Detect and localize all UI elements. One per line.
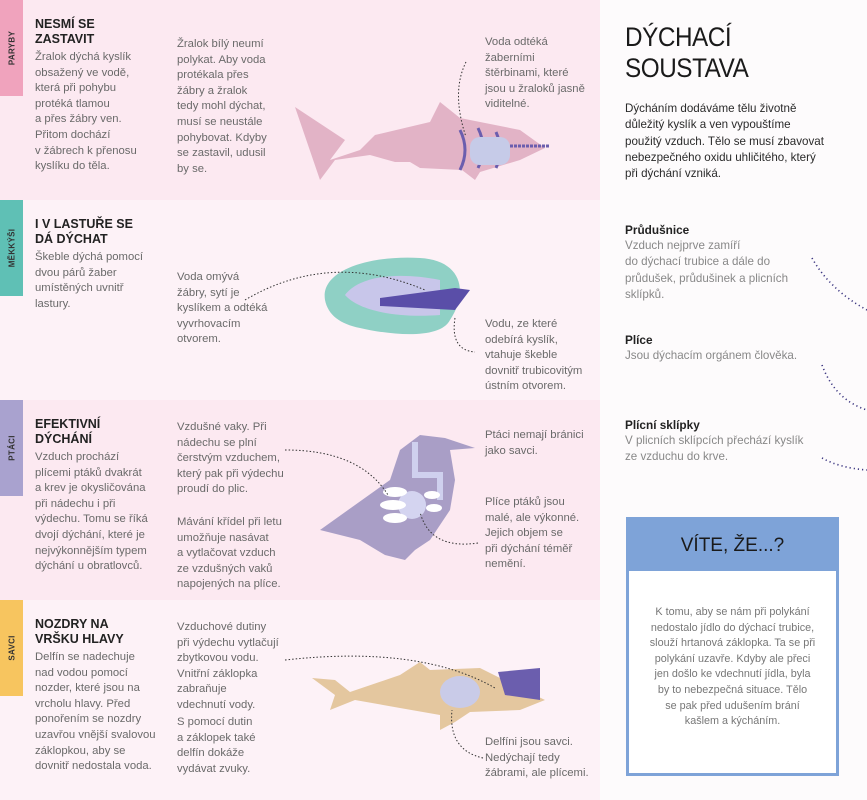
middle-text: Žralok bílý neumí polykat. Aby voda prot… xyxy=(177,38,267,175)
section-heading: NOZDRY NA VRŠKU HLAVY xyxy=(35,617,124,646)
category-tag: MĚKKÝŠI xyxy=(0,200,23,296)
annotation: Ptáci nemají bránici jako savci. xyxy=(485,429,584,457)
clam-illustration xyxy=(244,257,476,353)
intro-text: Dýcháním dodáváme tělu životně důležitý … xyxy=(625,102,824,181)
section-text: Delfín se nadechuje nad vodou pomocí noz… xyxy=(35,651,156,773)
bird-illustration xyxy=(284,435,479,560)
section-heading: I V LASTUŘE SE DÁ DÝCHAT xyxy=(35,217,133,246)
category-tag: PARYBY xyxy=(0,0,23,96)
box-title: VÍTE, ŽE...? xyxy=(629,520,836,571)
annotation: Vodu, ze které odebírá kyslík, vtahuje š… xyxy=(485,318,583,393)
section-heading: EFEKTIVNÍ DÝCHÁNÍ xyxy=(35,417,101,446)
category-tag: SAVCI xyxy=(0,600,23,696)
item-text: V plicních sklípcích přechází kyslík ze … xyxy=(625,434,804,464)
annotation-2: Plíce ptáků jsou malé, ale výkonné. Jeji… xyxy=(485,496,580,571)
dotted-connector-lines xyxy=(811,257,867,471)
dolphin-illustration xyxy=(284,655,545,759)
item-label: Plícní sklípky xyxy=(625,418,700,432)
section-text: Škeble dýchá pomocí dvou párů žaber umís… xyxy=(35,251,144,310)
section-paryby: PARYBY NESMÍ SE ZASTAVIT Žralok dýchá ky… xyxy=(0,0,600,200)
middle-text: Vzdušné vaky. Při nádechu se plní čerstv… xyxy=(177,421,284,496)
item-text: Vzduch nejprve zamíří do dýchací trubice… xyxy=(625,239,789,301)
section-text: Žralok dýchá kyslík obsažený ve vodě, kt… xyxy=(35,51,137,173)
middle-text: Voda omývá žábry, sytí je kyslíkem a odt… xyxy=(177,271,268,346)
section-heading: NESMÍ SE ZASTAVIT xyxy=(35,17,95,46)
section-savci: SAVCI NOZDRY NA VRŠKU HLAVY Delfín se na… xyxy=(0,600,600,800)
item-text: Jsou dýchacím orgánem člověka. xyxy=(625,349,798,362)
item-label: Plíce xyxy=(625,333,653,347)
annotation: Voda odtéká žaberními štěrbinami, které … xyxy=(485,36,585,111)
middle-text-2: Mávání křídel při letu umožňuje nasávat … xyxy=(177,516,282,591)
shark-illustration xyxy=(295,61,550,180)
section-text: Vzduch prochází plícemi ptáků dvakrát a … xyxy=(35,451,148,573)
section-ptaci: PTÁCI EFEKTIVNÍ DÝCHÁNÍ Vzduch prochází … xyxy=(0,400,600,600)
middle-text-2: S pomocí dutin a záklopek také delfín do… xyxy=(177,716,256,775)
middle-text: Vzduchové dutiny při výdechu vytlačují z… xyxy=(177,621,279,711)
category-tag: PTÁCI xyxy=(0,400,23,496)
box-text: K tomu, aby se nám při polykání nedostal… xyxy=(649,606,816,728)
did-you-know-box: VÍTE, ŽE...? K tomu, aby se nám při poly… xyxy=(626,517,839,776)
section-mekkysi: MĚKKÝŠI I V LASTUŘE SE DÁ DÝCHAT Škeble … xyxy=(0,200,600,400)
annotation: Delfíni jsou savci. Nedýchají tedy žábra… xyxy=(485,736,589,780)
page-title: DÝCHACÍ SOUSTAVA xyxy=(625,22,749,83)
item-label: Průdušnice xyxy=(625,223,690,237)
